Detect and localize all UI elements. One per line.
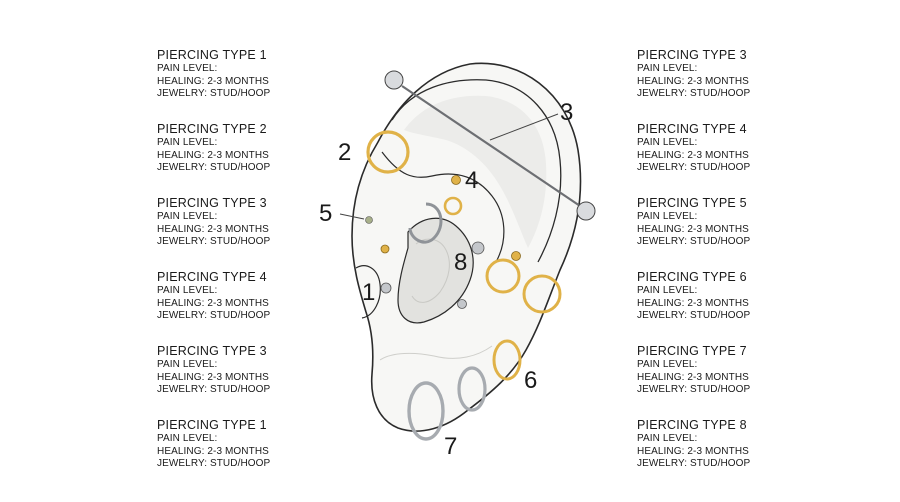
- label-title: PIERCING TYPE 6: [637, 270, 747, 284]
- marker-5: 5: [319, 200, 332, 227]
- label-entry: PIERCING TYPE 1 PAIN LEVEL: HEALING: 2-3…: [157, 48, 317, 122]
- label-pain: PAIN LEVEL:: [637, 359, 698, 370]
- label-healing: HEALING: 2-3 MONTHS: [157, 223, 269, 235]
- label-jewelry: JEWELRY: STUD/HOOP: [157, 162, 271, 173]
- label-title: PIERCING TYPE 3: [157, 344, 267, 358]
- label-healing: HEALING: 2-3 MONTHS: [157, 149, 269, 161]
- right-label-column: PIERCING TYPE 3 PAIN LEVEL: HEALING: 2-3…: [637, 48, 797, 492]
- label-jewelry: JEWELRY: STUD/HOOP: [157, 236, 271, 247]
- label-jewelry: JEWELRY: STUD/HOOP: [157, 88, 271, 99]
- antihelix: [381, 151, 505, 263]
- label-healing: HEALING: 2-3 MONTHS: [637, 75, 749, 87]
- gold-lobe-hoop-6: [492, 339, 522, 381]
- marker-1: 1: [362, 279, 375, 306]
- marker-7: 7: [444, 433, 457, 460]
- label-title: PIERCING TYPE 4: [157, 270, 267, 284]
- left-label-column: PIERCING TYPE 1 PAIN LEVEL: HEALING: 2-3…: [157, 48, 317, 492]
- marker-6: 6: [524, 367, 537, 394]
- concha: [397, 217, 474, 324]
- industrial-bar: [401, 85, 587, 211]
- label-healing: HEALING: 2-3 MONTHS: [637, 371, 749, 383]
- marker-3: 3: [560, 99, 573, 126]
- helix-gold-hoop: [366, 130, 410, 174]
- label-entry: PIERCING TYPE 7 PAIN LEVEL: HEALING: 2-3…: [637, 344, 797, 418]
- label-entry: PIERCING TYPE 1 PAIN LEVEL: HEALING: 2-3…: [157, 418, 317, 492]
- label-jewelry: JEWELRY: STUD/HOOP: [157, 310, 271, 321]
- rim-gold-hoop: [522, 274, 562, 314]
- label-pain: PAIN LEVEL:: [157, 359, 218, 370]
- inner-silver-stud: [457, 299, 467, 309]
- label-pain: PAIN LEVEL:: [637, 211, 698, 222]
- label-pain: PAIN LEVEL:: [637, 433, 698, 444]
- label-healing: HEALING: 2-3 MONTHS: [637, 149, 749, 161]
- label-healing: HEALING: 2-3 MONTHS: [637, 297, 749, 309]
- label-healing: HEALING: 2-3 MONTHS: [157, 371, 269, 383]
- marker-4: 4: [465, 167, 478, 194]
- tragus: [355, 265, 381, 319]
- conch-silver-stud: [471, 241, 485, 255]
- label-title: PIERCING TYPE 1: [157, 48, 267, 62]
- label-entry: PIERCING TYPE 3 PAIN LEVEL: HEALING: 2-3…: [157, 344, 317, 418]
- daith-silver-hoop: [408, 202, 443, 244]
- marker-8: 8: [454, 249, 467, 276]
- label-entry: PIERCING TYPE 4 PAIN LEVEL: HEALING: 2-3…: [637, 122, 797, 196]
- rook-gold-stud: [451, 175, 461, 185]
- label-entry: PIERCING TYPE 8 PAIN LEVEL: HEALING: 2-3…: [637, 418, 797, 492]
- marker-2: 2: [338, 139, 351, 166]
- helix-fold: [391, 79, 562, 263]
- label-pain: PAIN LEVEL:: [637, 285, 698, 296]
- label-entry: PIERCING TYPE 4 PAIN LEVEL: HEALING: 2-3…: [157, 270, 317, 344]
- label-jewelry: JEWELRY: STUD/HOOP: [637, 162, 751, 173]
- label-healing: HEALING: 2-3 MONTHS: [157, 75, 269, 87]
- label-healing: HEALING: 2-3 MONTHS: [637, 445, 749, 457]
- label-title: PIERCING TYPE 5: [637, 196, 747, 210]
- label-title: PIERCING TYPE 3: [157, 196, 267, 210]
- label-pain: PAIN LEVEL:: [637, 137, 698, 148]
- label-entry: PIERCING TYPE 5 PAIN LEVEL: HEALING: 2-3…: [637, 196, 797, 270]
- rook-small-hoop: [443, 196, 463, 216]
- label-title: PIERCING TYPE 3: [637, 48, 747, 62]
- silver-lobe-hoop-b: [407, 381, 445, 441]
- industrial-ball-bottom: [576, 201, 596, 221]
- helix-shadow: [404, 95, 547, 248]
- label-pain: PAIN LEVEL:: [157, 63, 218, 74]
- label-jewelry: JEWELRY: STUD/HOOP: [157, 384, 271, 395]
- label-healing: HEALING: 2-3 MONTHS: [157, 297, 269, 309]
- leader-line-5: [339, 213, 365, 220]
- label-jewelry: JEWELRY: STUD/HOOP: [157, 458, 271, 469]
- label-jewelry: JEWELRY: STUD/HOOP: [637, 88, 751, 99]
- label-title: PIERCING TYPE 7: [637, 344, 747, 358]
- label-jewelry: JEWELRY: STUD/HOOP: [637, 384, 751, 395]
- label-pain: PAIN LEVEL:: [157, 433, 218, 444]
- label-entry: PIERCING TYPE 3 PAIN LEVEL: HEALING: 2-3…: [157, 196, 317, 270]
- label-jewelry: JEWELRY: STUD/HOOP: [637, 458, 751, 469]
- label-title: PIERCING TYPE 4: [637, 122, 747, 136]
- conch-gold-stud: [511, 251, 521, 261]
- label-title: PIERCING TYPE 1: [157, 418, 267, 432]
- label-entry: PIERCING TYPE 6 PAIN LEVEL: HEALING: 2-3…: [637, 270, 797, 344]
- lobe-contour: [379, 345, 493, 361]
- label-jewelry: JEWELRY: STUD/HOOP: [637, 310, 751, 321]
- label-pain: PAIN LEVEL:: [637, 63, 698, 74]
- label-title: PIERCING TYPE 8: [637, 418, 747, 432]
- conch-gold-hoop: [485, 258, 521, 294]
- label-title: PIERCING TYPE 2: [157, 122, 267, 136]
- silver-lobe-hoop-a: [457, 366, 487, 412]
- small-stud-5: [365, 216, 373, 224]
- label-pain: PAIN LEVEL:: [157, 211, 218, 222]
- silver-stud-1: [380, 282, 392, 294]
- label-pain: PAIN LEVEL:: [157, 137, 218, 148]
- tragus-gold-stud: [380, 244, 390, 254]
- label-healing: HEALING: 2-3 MONTHS: [157, 445, 269, 457]
- label-healing: HEALING: 2-3 MONTHS: [637, 223, 749, 235]
- label-entry: PIERCING TYPE 2 PAIN LEVEL: HEALING: 2-3…: [157, 122, 317, 196]
- industrial-ball-top: [384, 70, 404, 90]
- leader-line-3: [489, 113, 559, 141]
- label-pain: PAIN LEVEL:: [157, 285, 218, 296]
- label-entry: PIERCING TYPE 3 PAIN LEVEL: HEALING: 2-3…: [637, 48, 797, 122]
- label-jewelry: JEWELRY: STUD/HOOP: [637, 236, 751, 247]
